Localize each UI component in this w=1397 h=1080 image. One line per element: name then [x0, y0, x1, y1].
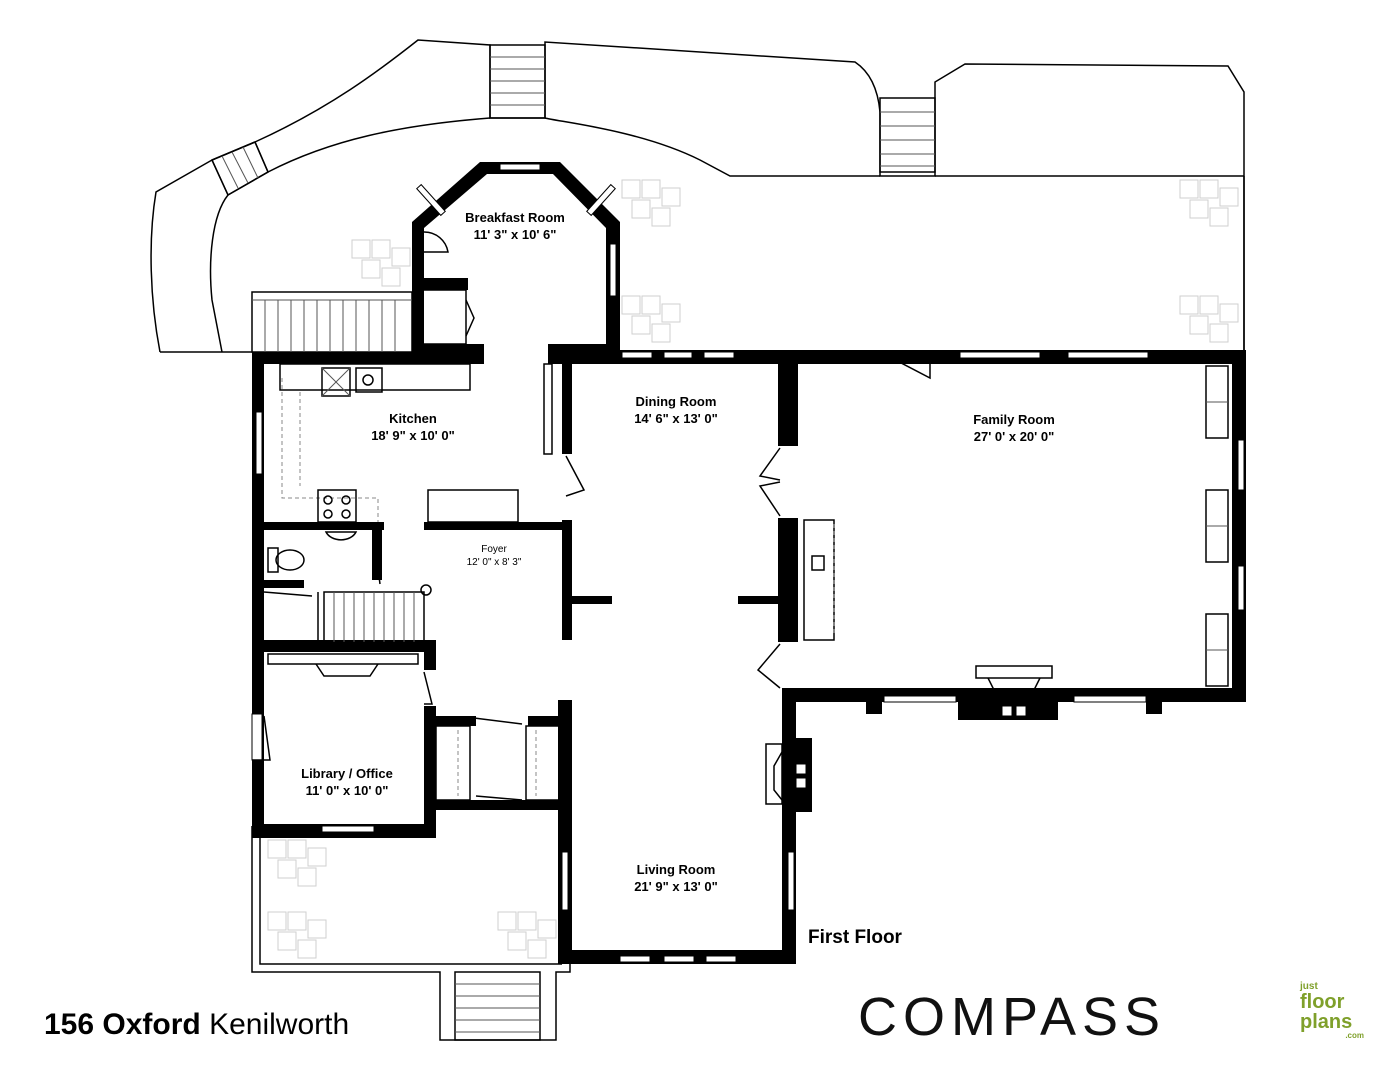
badge-line-2: floor: [1300, 991, 1345, 1013]
floorplans-badge: just floor plans .com: [1300, 982, 1364, 1042]
room-dims-living: 21' 9" x 13' 0": [634, 879, 718, 894]
windows: [251, 163, 1245, 963]
room-dims-breakfast: 11' 3" x 10' 6": [474, 227, 557, 242]
room-dims-family: 27' 0' x 20' 0": [974, 429, 1055, 444]
badge-line-1: just: [1300, 981, 1318, 992]
address-town: Kenilworth: [209, 1008, 350, 1041]
room-name-breakfast: Breakfast Room: [465, 210, 565, 225]
doors: [252, 231, 931, 801]
room-labels: Breakfast Room 11' 3" x 10' 6" Kitchen 1…: [301, 210, 1055, 948]
front-porch: [251, 826, 571, 1041]
room-name-family: Family Room: [973, 412, 1055, 427]
room-name-kitchen: Kitchen: [389, 411, 437, 426]
family-builtins: [765, 365, 1229, 805]
brand-logo: COMPASS: [858, 987, 1167, 1047]
room-dims-library: 11' 0" x 10' 0": [306, 783, 389, 798]
patio-outline: [150, 39, 1245, 353]
floor-label: First Floor: [808, 927, 903, 948]
badge-line-4: .com: [1345, 1031, 1364, 1040]
room-name-living: Living Room: [637, 862, 716, 877]
powder-fixtures: [267, 531, 381, 585]
walls: [252, 162, 1246, 964]
badge-line-3: plans: [1300, 1011, 1353, 1033]
steps-top: [210, 44, 936, 197]
library-builtins: [267, 653, 419, 677]
address-street: 156 Oxford: [44, 1008, 201, 1041]
room-name-dining: Dining Room: [636, 394, 717, 409]
kitchen-fixtures: [279, 289, 553, 523]
address: 156 Oxford Kenilworth: [44, 1008, 349, 1042]
room-dims-kitchen: 18' 9" x 10' 0": [371, 428, 455, 443]
room-dims-foyer: 12' 0" x 8' 3": [467, 557, 522, 568]
closets: [435, 725, 561, 801]
deck-stairs: [251, 291, 413, 353]
main-stairs: [317, 584, 432, 643]
paver-marks: [267, 179, 1239, 959]
room-dims-dining: 14' 6" x 13' 0": [634, 411, 718, 426]
room-name-foyer: Foyer: [481, 544, 507, 555]
room-name-library: Library / Office: [301, 766, 393, 781]
